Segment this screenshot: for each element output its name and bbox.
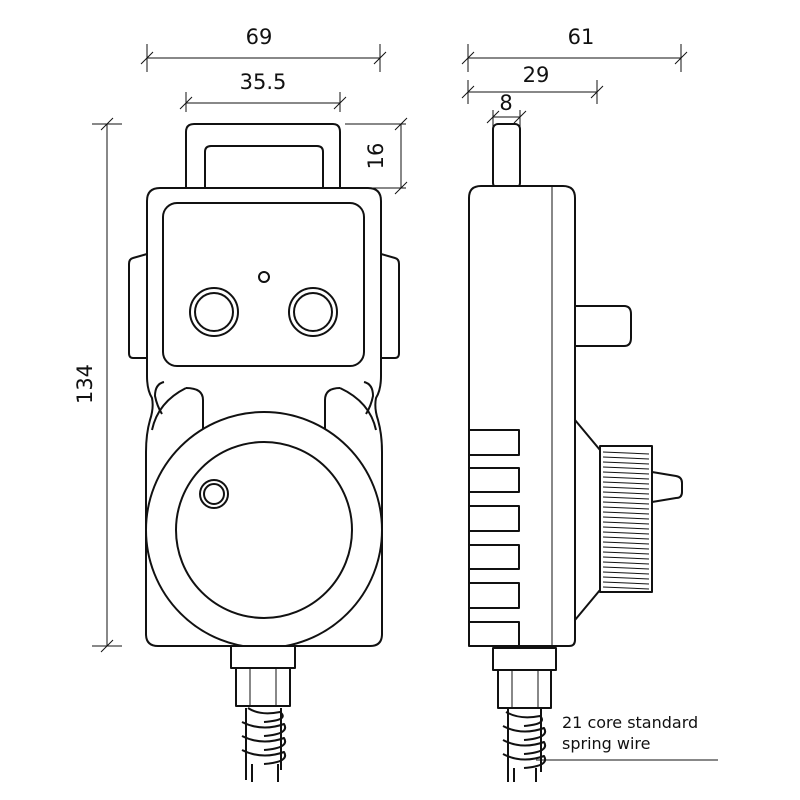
knurl-line xyxy=(602,556,650,560)
side-handle-stub xyxy=(492,123,521,189)
left-side-clip xyxy=(128,253,148,359)
knurl-line xyxy=(602,541,650,545)
side-view xyxy=(468,123,683,782)
side-grip-ribs xyxy=(468,429,520,647)
front-handwheel[interactable] xyxy=(145,411,383,649)
knurl-line xyxy=(602,501,650,505)
knurl-line xyxy=(602,511,650,515)
side-cable-gland xyxy=(492,647,557,709)
knurl-line xyxy=(602,536,650,540)
knurl-line xyxy=(602,521,650,525)
knurl-line xyxy=(602,516,650,520)
knurl-line xyxy=(602,491,650,495)
knurl-line xyxy=(602,566,650,570)
right-side-clip xyxy=(380,253,400,359)
knurl-line xyxy=(602,506,650,510)
wheel-recess xyxy=(185,387,341,440)
front-view xyxy=(128,123,400,782)
knurl-line xyxy=(602,526,650,530)
button-panel xyxy=(162,202,365,367)
side-spring-wire xyxy=(502,708,546,782)
knurl-line xyxy=(602,571,650,575)
knurl-line xyxy=(602,476,650,480)
dim-total-height: 134 xyxy=(73,364,97,404)
side-wheel-base xyxy=(574,419,601,621)
knurl-line xyxy=(602,531,650,535)
knurl-line xyxy=(602,481,650,485)
dim-front-handle-width: 35.5 xyxy=(240,70,287,94)
status-led-icon xyxy=(258,271,270,283)
cable-note-line1: 21 core standard xyxy=(562,713,698,732)
front-cable-gland xyxy=(230,645,296,707)
dim-side-body-depth: 29 xyxy=(523,63,550,87)
cable-note-line2: spring wire xyxy=(562,734,651,753)
knurl-line xyxy=(602,456,650,460)
front-spring-wire xyxy=(241,707,286,782)
knurl-line xyxy=(602,496,650,500)
knurl-line xyxy=(602,466,650,470)
knurl-line xyxy=(602,471,650,475)
side-body xyxy=(468,185,576,647)
knurl-line xyxy=(602,486,650,490)
knurl-line xyxy=(602,586,650,590)
knurl-line xyxy=(602,561,650,565)
knurl-line xyxy=(602,461,650,465)
side-handwheel[interactable] xyxy=(599,445,683,593)
knurl-line xyxy=(602,581,650,585)
dim-side-total-depth: 61 xyxy=(568,25,595,49)
side-button-cap xyxy=(574,305,632,347)
dim-front-total-width: 69 xyxy=(246,25,273,49)
knurl-line xyxy=(602,451,650,455)
dim-side-cable-width: 8 xyxy=(499,91,512,115)
dim-handle-height: 16 xyxy=(364,143,388,170)
knurl-line xyxy=(602,546,650,550)
knurl-line xyxy=(602,576,650,580)
knurl-line xyxy=(602,551,650,555)
front-handle xyxy=(185,123,341,189)
left-push-button[interactable] xyxy=(189,287,239,337)
right-push-button[interactable] xyxy=(288,287,338,337)
